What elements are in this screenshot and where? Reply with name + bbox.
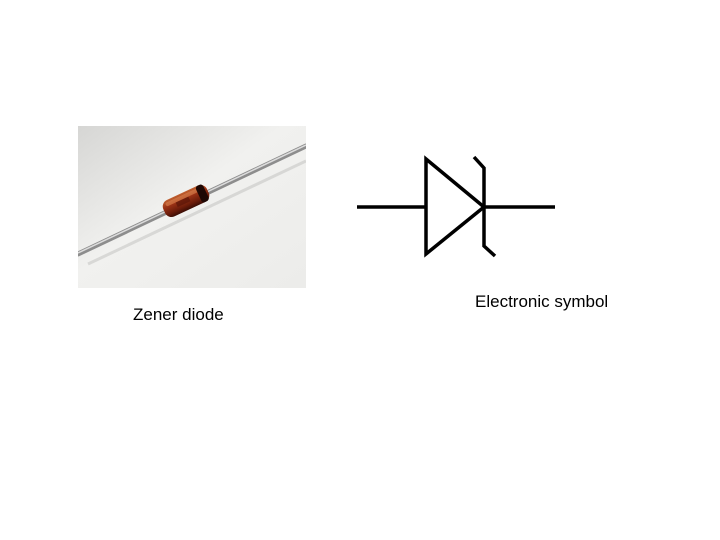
photo-caption: Zener diode bbox=[133, 305, 224, 324]
zener-diode-photo bbox=[78, 126, 306, 288]
zener-diode-symbol-icon bbox=[350, 150, 560, 260]
symbol-caption: Electronic symbol bbox=[475, 292, 609, 311]
